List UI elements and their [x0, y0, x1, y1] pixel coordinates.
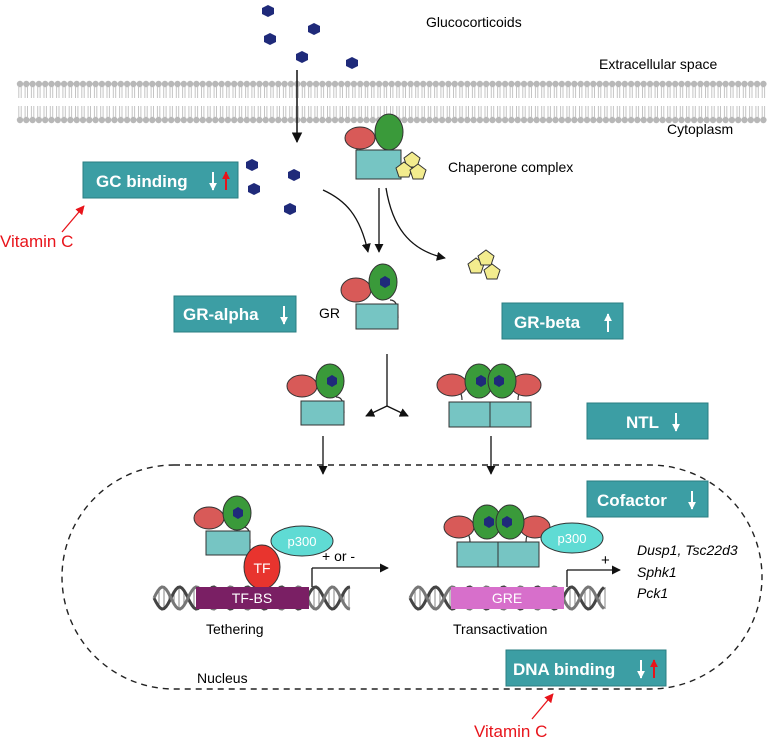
vitamin-c-bottom-arrow [531, 693, 554, 720]
plus-or-minus-label: + or - [322, 548, 355, 564]
glucocorticoid-molecules [246, 5, 358, 215]
transactivation-complex [443, 504, 604, 568]
gc-binding-box: GC binding [82, 161, 239, 199]
ntl-label: NTL [626, 413, 659, 432]
gr-alpha-label: GR-alpha [183, 305, 259, 324]
extracellular-label: Extracellular space [599, 56, 717, 72]
gr-beta-box: GR-beta [501, 302, 624, 340]
chaperone-complex [344, 113, 427, 180]
gre-element [451, 587, 564, 609]
p300-left-label: p300 [288, 534, 317, 549]
tethering-complex [193, 495, 334, 590]
dna-binding-box: DNA binding [505, 649, 667, 687]
gc-molecule [288, 169, 300, 181]
gc-molecule [284, 203, 296, 215]
gc-molecule [246, 159, 258, 171]
gene-list-3: Pck1 [637, 585, 668, 601]
tf-label: TF [253, 560, 270, 576]
tf-bs-label: TF-BS [232, 590, 272, 606]
glucocorticoids-label: Glucocorticoids [426, 14, 522, 30]
transactivation-label: Transactivation [453, 621, 547, 637]
p300-right-label: p300 [558, 531, 587, 546]
branch-right [386, 405, 409, 417]
nucleus-boundary [61, 464, 763, 690]
vitamin-c-top-label: Vitamin C [0, 232, 73, 251]
gr-dimer [436, 363, 542, 428]
tethering-label: Tethering [206, 621, 264, 637]
nucleus-label: Nucleus [197, 670, 248, 686]
ntl-box: NTL [586, 402, 709, 440]
vitamin-c-top-arrow [61, 205, 85, 233]
gc-binding-label: GC binding [96, 172, 188, 191]
gc-molecule [264, 33, 276, 45]
gr-monomer [286, 363, 345, 426]
gr-label: GR [319, 305, 340, 321]
gc-molecule [308, 23, 320, 35]
cell-membrane [16, 80, 767, 124]
vitamin-c-bottom-label: Vitamin C [474, 722, 547, 741]
gr-beta-label: GR-beta [514, 313, 581, 332]
gene-list-2: Sphk1 [637, 564, 677, 580]
gene-list-1: Dusp1, Tsc22d3 [637, 542, 738, 558]
gre-label: GRE [492, 590, 522, 606]
chaperone-label: Chaperone complex [448, 159, 573, 175]
gc-molecule [346, 57, 358, 69]
gc-molecule [262, 5, 274, 17]
gc-molecule [296, 51, 308, 63]
chaperone-arrow-right [385, 187, 446, 261]
released-chaperones [467, 249, 501, 280]
gr-alpha-box: GR-alpha [173, 295, 297, 333]
cytoplasm-label: Cytoplasm [667, 121, 733, 137]
chaperone-arrow-left [322, 189, 371, 253]
gr-receptor [340, 263, 399, 330]
dna-binding-label: DNA binding [513, 660, 615, 679]
cofactor-label: Cofactor [597, 491, 667, 510]
gc-molecule [248, 183, 260, 195]
tf-bs-element [196, 587, 309, 609]
branch-left [365, 405, 388, 417]
cofactor-box: Cofactor [586, 480, 709, 518]
plus-label: + [601, 552, 610, 569]
